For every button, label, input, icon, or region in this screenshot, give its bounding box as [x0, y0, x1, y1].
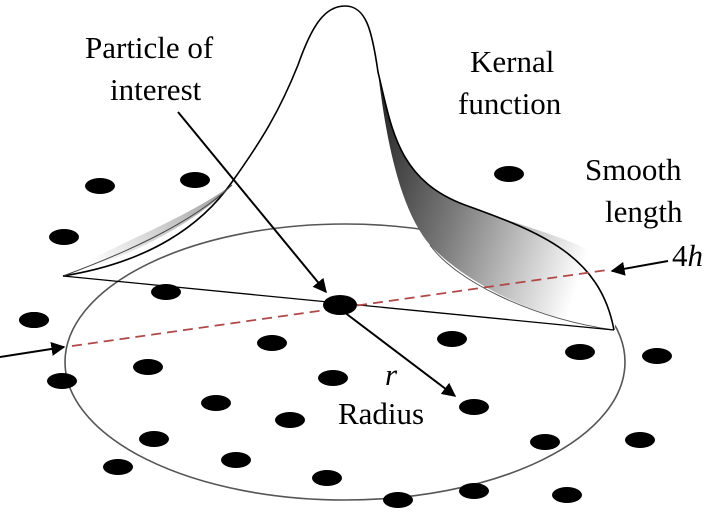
particle [552, 487, 582, 503]
radius-label: Radius [338, 396, 424, 431]
particle [133, 359, 163, 375]
particle [257, 335, 287, 351]
particle [103, 459, 133, 475]
smooth-length-arrow-right [610, 260, 669, 276]
particle-group [19, 166, 672, 508]
particle [275, 412, 305, 428]
particle [625, 432, 655, 448]
particle-of-interest-arrow [177, 111, 327, 294]
kernel-right-inner-edge [429, 244, 615, 331]
kernel-left-shade [63, 185, 232, 276]
kernal-function-label-line1: Kernal [470, 44, 554, 79]
particle [459, 483, 489, 499]
particle [459, 399, 489, 415]
smooth-length-value: 4h [672, 238, 703, 273]
particle [151, 284, 181, 300]
particle [221, 452, 251, 468]
particle [565, 344, 595, 360]
radius-variable-label: r [385, 357, 398, 392]
kernel-left-inner-edge [62, 184, 233, 277]
smooth-length-label-line2: length [605, 194, 683, 229]
particle [139, 431, 169, 447]
radius-arrow [343, 311, 457, 397]
smooth-length-variable: h [688, 238, 704, 273]
particle-of-interest-label-line2: interest [110, 72, 202, 107]
particle [201, 395, 231, 411]
smooth-length-dashed-line [71, 269, 608, 347]
particle-of-interest-label-line1: Particle of [85, 30, 214, 65]
kernal-function-label-line2: function [458, 86, 562, 121]
particle [19, 312, 49, 328]
particle [85, 178, 115, 194]
particle [642, 348, 672, 364]
smooth-length-arrow-left [0, 342, 66, 358]
smooth-length-label-line1: Smooth [585, 152, 682, 187]
particle [180, 172, 210, 188]
particle [530, 434, 560, 450]
particle [383, 492, 413, 508]
particle [49, 229, 79, 245]
support-domain-ellipse [64, 223, 626, 501]
particle [494, 166, 524, 182]
particle [437, 331, 467, 347]
particle [47, 373, 77, 389]
kernel-right-shade [378, 72, 618, 330]
particle-of-interest [323, 295, 357, 315]
smooth-length-number: 4 [672, 238, 688, 273]
particle [318, 370, 348, 386]
particle [312, 470, 342, 486]
